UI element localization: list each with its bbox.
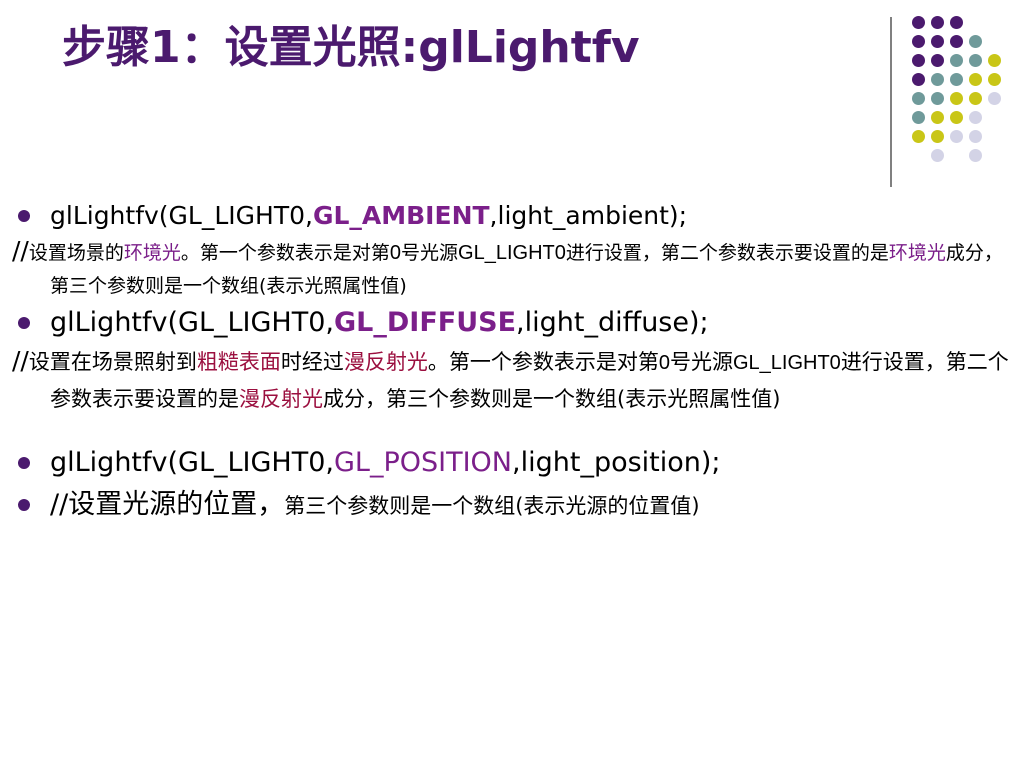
decor-dot (950, 54, 963, 67)
decor-dot (931, 149, 944, 162)
decor-dot (969, 35, 982, 48)
decor-dot (988, 73, 1001, 86)
decor-dot (969, 54, 982, 67)
decor-dot (931, 130, 944, 143)
decor-dot (969, 73, 982, 86)
bullet-dot (18, 457, 30, 469)
decor-dot (931, 92, 944, 105)
decorative-dot-grid (912, 16, 1012, 166)
decor-dot (912, 130, 925, 143)
decor-dot (912, 54, 925, 67)
decor-dot (969, 130, 982, 143)
keyword-gl-ambient: GL_AMBIENT (312, 201, 490, 230)
decor-dot (931, 16, 944, 29)
decor-dot (950, 111, 963, 124)
decor-dot (950, 16, 963, 29)
code-line-ambient: glLightfv(GL_LIGHT0,GL_AMBIENT,light_amb… (12, 198, 1012, 234)
decor-dot (931, 54, 944, 67)
title-divider (890, 17, 892, 187)
code-line-diffuse: glLightfv(GL_LIGHT0,GL_DIFFUSE,light_dif… (12, 303, 1012, 343)
bullet-dot (18, 210, 30, 222)
bullet-dot (18, 317, 30, 329)
decor-dot (912, 73, 925, 86)
keyword-gl-diffuse: GL_DIFFUSE (334, 307, 517, 338)
decor-dot (988, 92, 1001, 105)
code-line-position: glLightfv(GL_LIGHT0,GL_POSITION,light_po… (12, 443, 1012, 483)
decor-dot (950, 92, 963, 105)
decor-dot (912, 16, 925, 29)
slide-title: 步骤1：设置光照:glLightfv (62, 22, 640, 73)
decor-dot (912, 35, 925, 48)
decor-dot (969, 111, 982, 124)
comment-ambient: //设置场景的环境光。第一个参数表示是对第0号光源GL_LIGHT0进行设置，第… (12, 236, 1003, 297)
decor-dot (950, 130, 963, 143)
comment-diffuse: //设置在场景照射到粗糙表面时经过漫反射光。第一个参数表示是对第0号光源GL_L… (12, 346, 1009, 411)
decor-dot (931, 35, 944, 48)
decor-dot (912, 92, 925, 105)
decor-dot (969, 92, 982, 105)
decor-dot (988, 54, 1001, 67)
decor-dot (931, 111, 944, 124)
decor-dot (950, 35, 963, 48)
decor-dot (950, 73, 963, 86)
bullet-dot (18, 499, 30, 511)
decor-dot (969, 149, 982, 162)
slide-body: glLightfv(GL_LIGHT0,GL_AMBIENT,light_amb… (12, 198, 1012, 528)
keyword-gl-position: GL_POSITION (334, 447, 513, 478)
decor-dot (912, 111, 925, 124)
comment-position: //设置光源的位置，第三个参数则是一个数组(表示光源的位置值) (12, 483, 1012, 528)
decor-dot (931, 73, 944, 86)
